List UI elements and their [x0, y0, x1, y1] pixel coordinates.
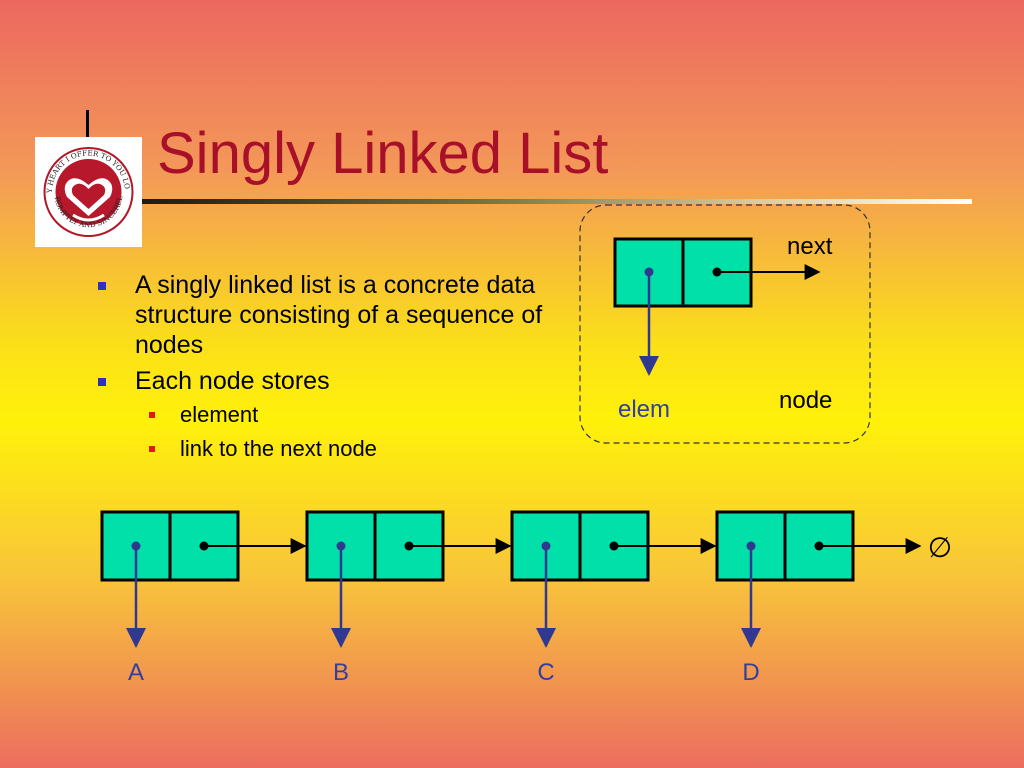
node-diagram: next elem node	[579, 204, 871, 444]
sub-bullet-item: element	[135, 398, 555, 432]
bullet-list: A singly linked list is a concrete data …	[95, 270, 555, 472]
label-next: next	[787, 233, 833, 260]
list-node-c: C	[510, 510, 717, 686]
element-label-b: B	[333, 659, 349, 686]
list-node-d: D	[715, 510, 922, 686]
element-label-d: D	[742, 659, 759, 686]
sub-bullet-item: link to the next node	[135, 432, 555, 466]
logo: MY HEART I OFFER TO YOU LORD PROMPTLY AN…	[31, 130, 142, 247]
bullet-item: Each node stores element link to the nex…	[95, 366, 555, 466]
element-label-c: C	[537, 659, 554, 686]
bullet-text: A singly linked list is a concrete data …	[135, 271, 543, 359]
label-node: node	[779, 387, 832, 414]
title-accent-bar	[86, 110, 89, 138]
null-terminator: ∅	[928, 531, 952, 564]
node-diagram-frame	[579, 204, 871, 444]
bullet-text: Each node stores	[135, 367, 330, 395]
slide-title: Singly Linked List	[157, 121, 609, 186]
list-node-b: B	[305, 510, 512, 686]
bullet-item: A singly linked list is a concrete data …	[95, 270, 555, 360]
linked-list-diagram: A B C	[100, 510, 952, 686]
sub-bullet-list: element link to the next node	[135, 398, 555, 466]
label-elem: elem	[618, 396, 670, 423]
logo-seal: MY HEART I OFFER TO YOU LORD PROMPTLY AN…	[31, 130, 134, 237]
title-rule	[142, 199, 972, 204]
list-node-a: A	[100, 510, 307, 686]
element-label-a: A	[128, 659, 144, 686]
